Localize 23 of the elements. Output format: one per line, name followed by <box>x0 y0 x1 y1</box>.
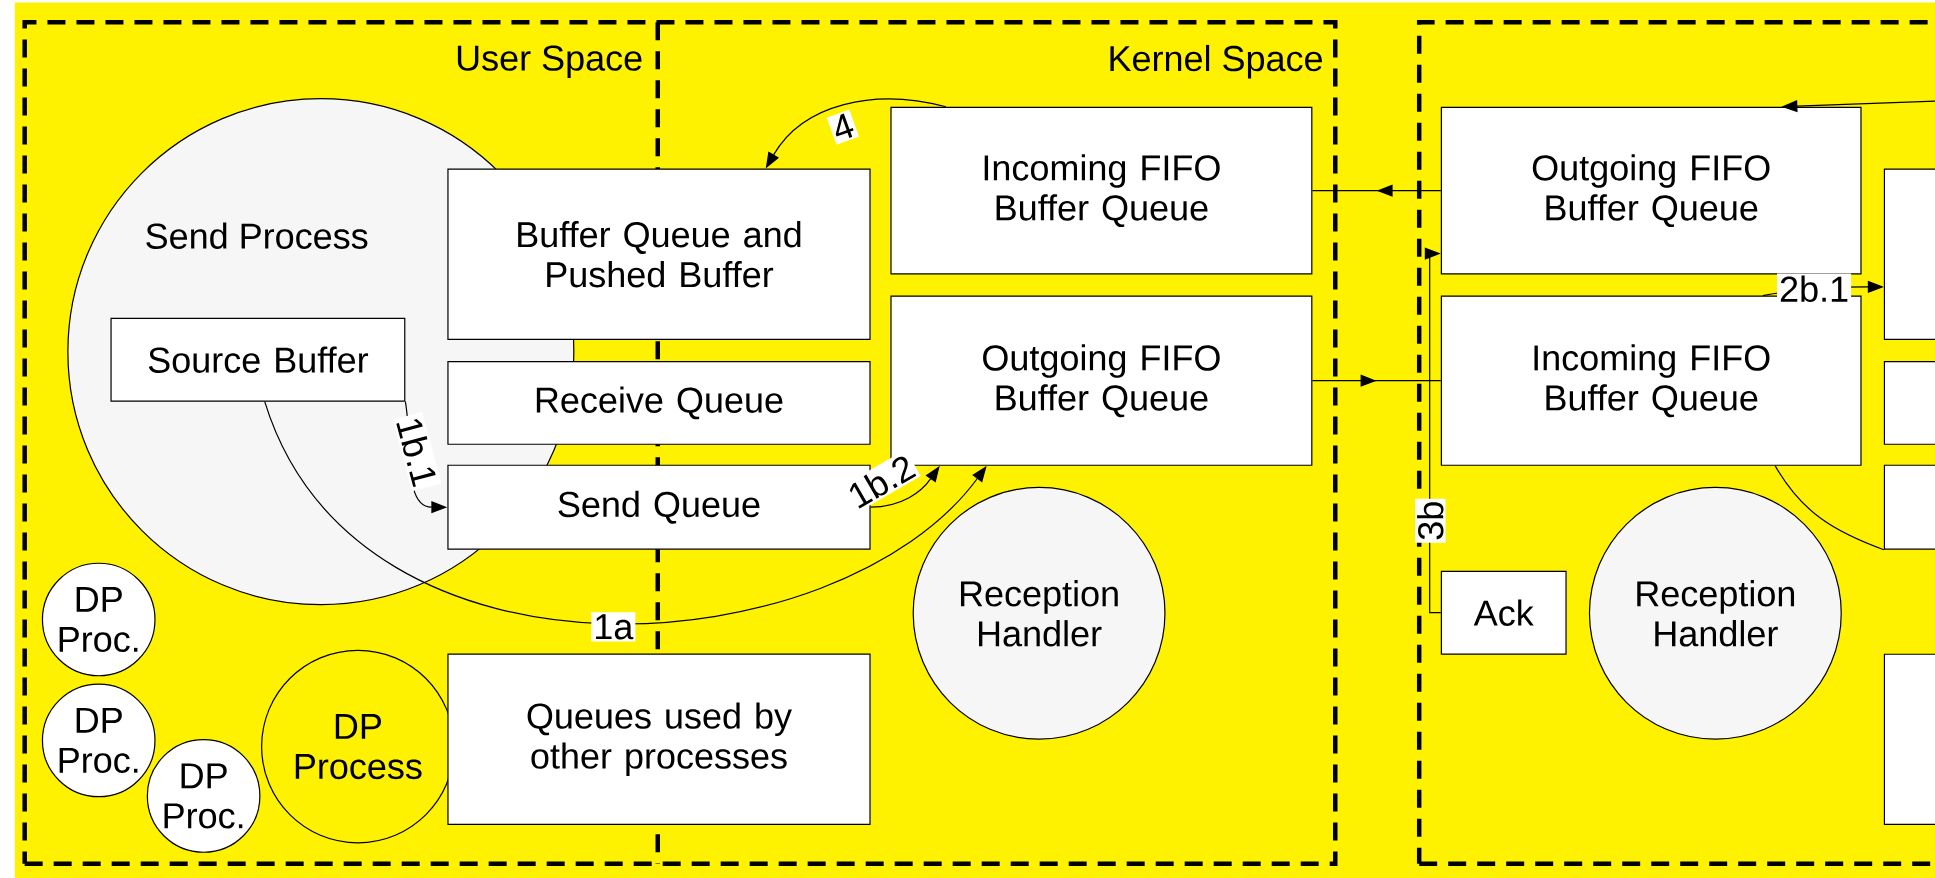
ack-box: Ack <box>1440 570 1567 655</box>
edge-label: 2b.1 <box>1777 273 1852 304</box>
queue-box: Buffer Queue and Pushed Buffer <box>447 168 871 340</box>
queue-box <box>1883 464 1935 550</box>
edge-label: 1b.1 <box>392 411 442 492</box>
arrow <box>1311 184 1442 197</box>
fifo-box: Incoming FIFO Buffer Queue <box>890 106 1313 275</box>
queue-box: Queues used by other processes <box>447 653 871 825</box>
arrow <box>1424 247 1442 614</box>
buffer-box: Source Buffer <box>110 317 406 402</box>
queue-box: Receive Queue <box>447 360 871 445</box>
queue-box <box>1883 168 1935 340</box>
region-label: User Space <box>457 45 642 78</box>
edge-label: 4 <box>826 109 860 145</box>
fifo-box: Outgoing FIFO Buffer Queue <box>1440 106 1862 275</box>
process-group-frame <box>22 19 1338 867</box>
queue-box <box>1883 653 1935 825</box>
arrow <box>264 401 987 625</box>
edge-label: 3b <box>1415 498 1446 543</box>
arrow <box>1311 374 1442 387</box>
edge-label: 1a <box>591 612 636 642</box>
edge-label: 1b.2 <box>841 449 921 513</box>
queue-box <box>1883 360 1935 445</box>
